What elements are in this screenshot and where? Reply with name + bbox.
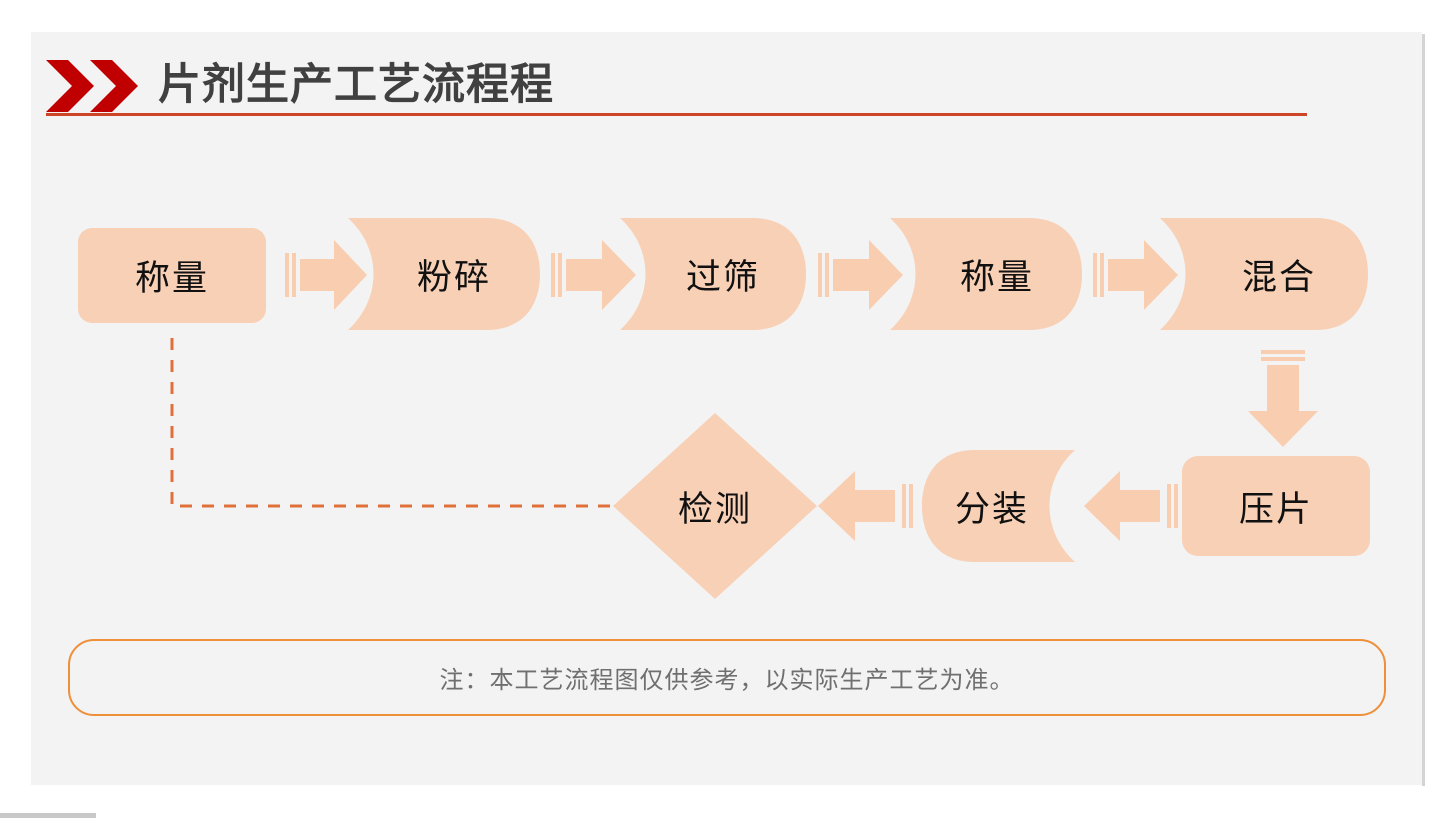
node-crush[interactable] (348, 218, 540, 330)
arrow-mix-press (1248, 350, 1318, 447)
arrow-sieve-weigh2 (818, 240, 903, 310)
arrow-press-package (1084, 471, 1178, 541)
node-inspect[interactable] (613, 413, 817, 599)
arrow-crush-sieve (551, 240, 636, 310)
process-flow-diagram (78, 218, 1370, 599)
slide-panel (31, 32, 1422, 785)
panel-right-edge (1422, 34, 1425, 786)
bottom-status-bar (0, 813, 96, 818)
arrow-weigh2-mix (1093, 240, 1178, 310)
arrow-package-inspect (818, 471, 913, 541)
double-chevron-right-icon (46, 60, 138, 112)
page-title: 片剂生产工艺流程程 (158, 60, 554, 110)
node-press[interactable] (1182, 456, 1370, 556)
node-sieve[interactable] (620, 218, 806, 330)
arrow-weigh1-crush (285, 240, 367, 310)
feedback-inspect-weigh1 (170, 338, 611, 508)
node-weigh-2[interactable] (890, 218, 1082, 330)
node-mix[interactable] (1160, 218, 1368, 330)
note-box: 注：本工艺流程图仅供参考，以实际生产工艺为准。 (68, 639, 1386, 716)
title-underline (46, 113, 1307, 116)
note-text: 注：本工艺流程图仅供参考，以实际生产工艺为准。 (439, 666, 1015, 694)
header: 片剂生产工艺流程程 (46, 28, 1346, 148)
node-package[interactable] (922, 450, 1075, 562)
node-weigh-1[interactable] (78, 228, 266, 323)
